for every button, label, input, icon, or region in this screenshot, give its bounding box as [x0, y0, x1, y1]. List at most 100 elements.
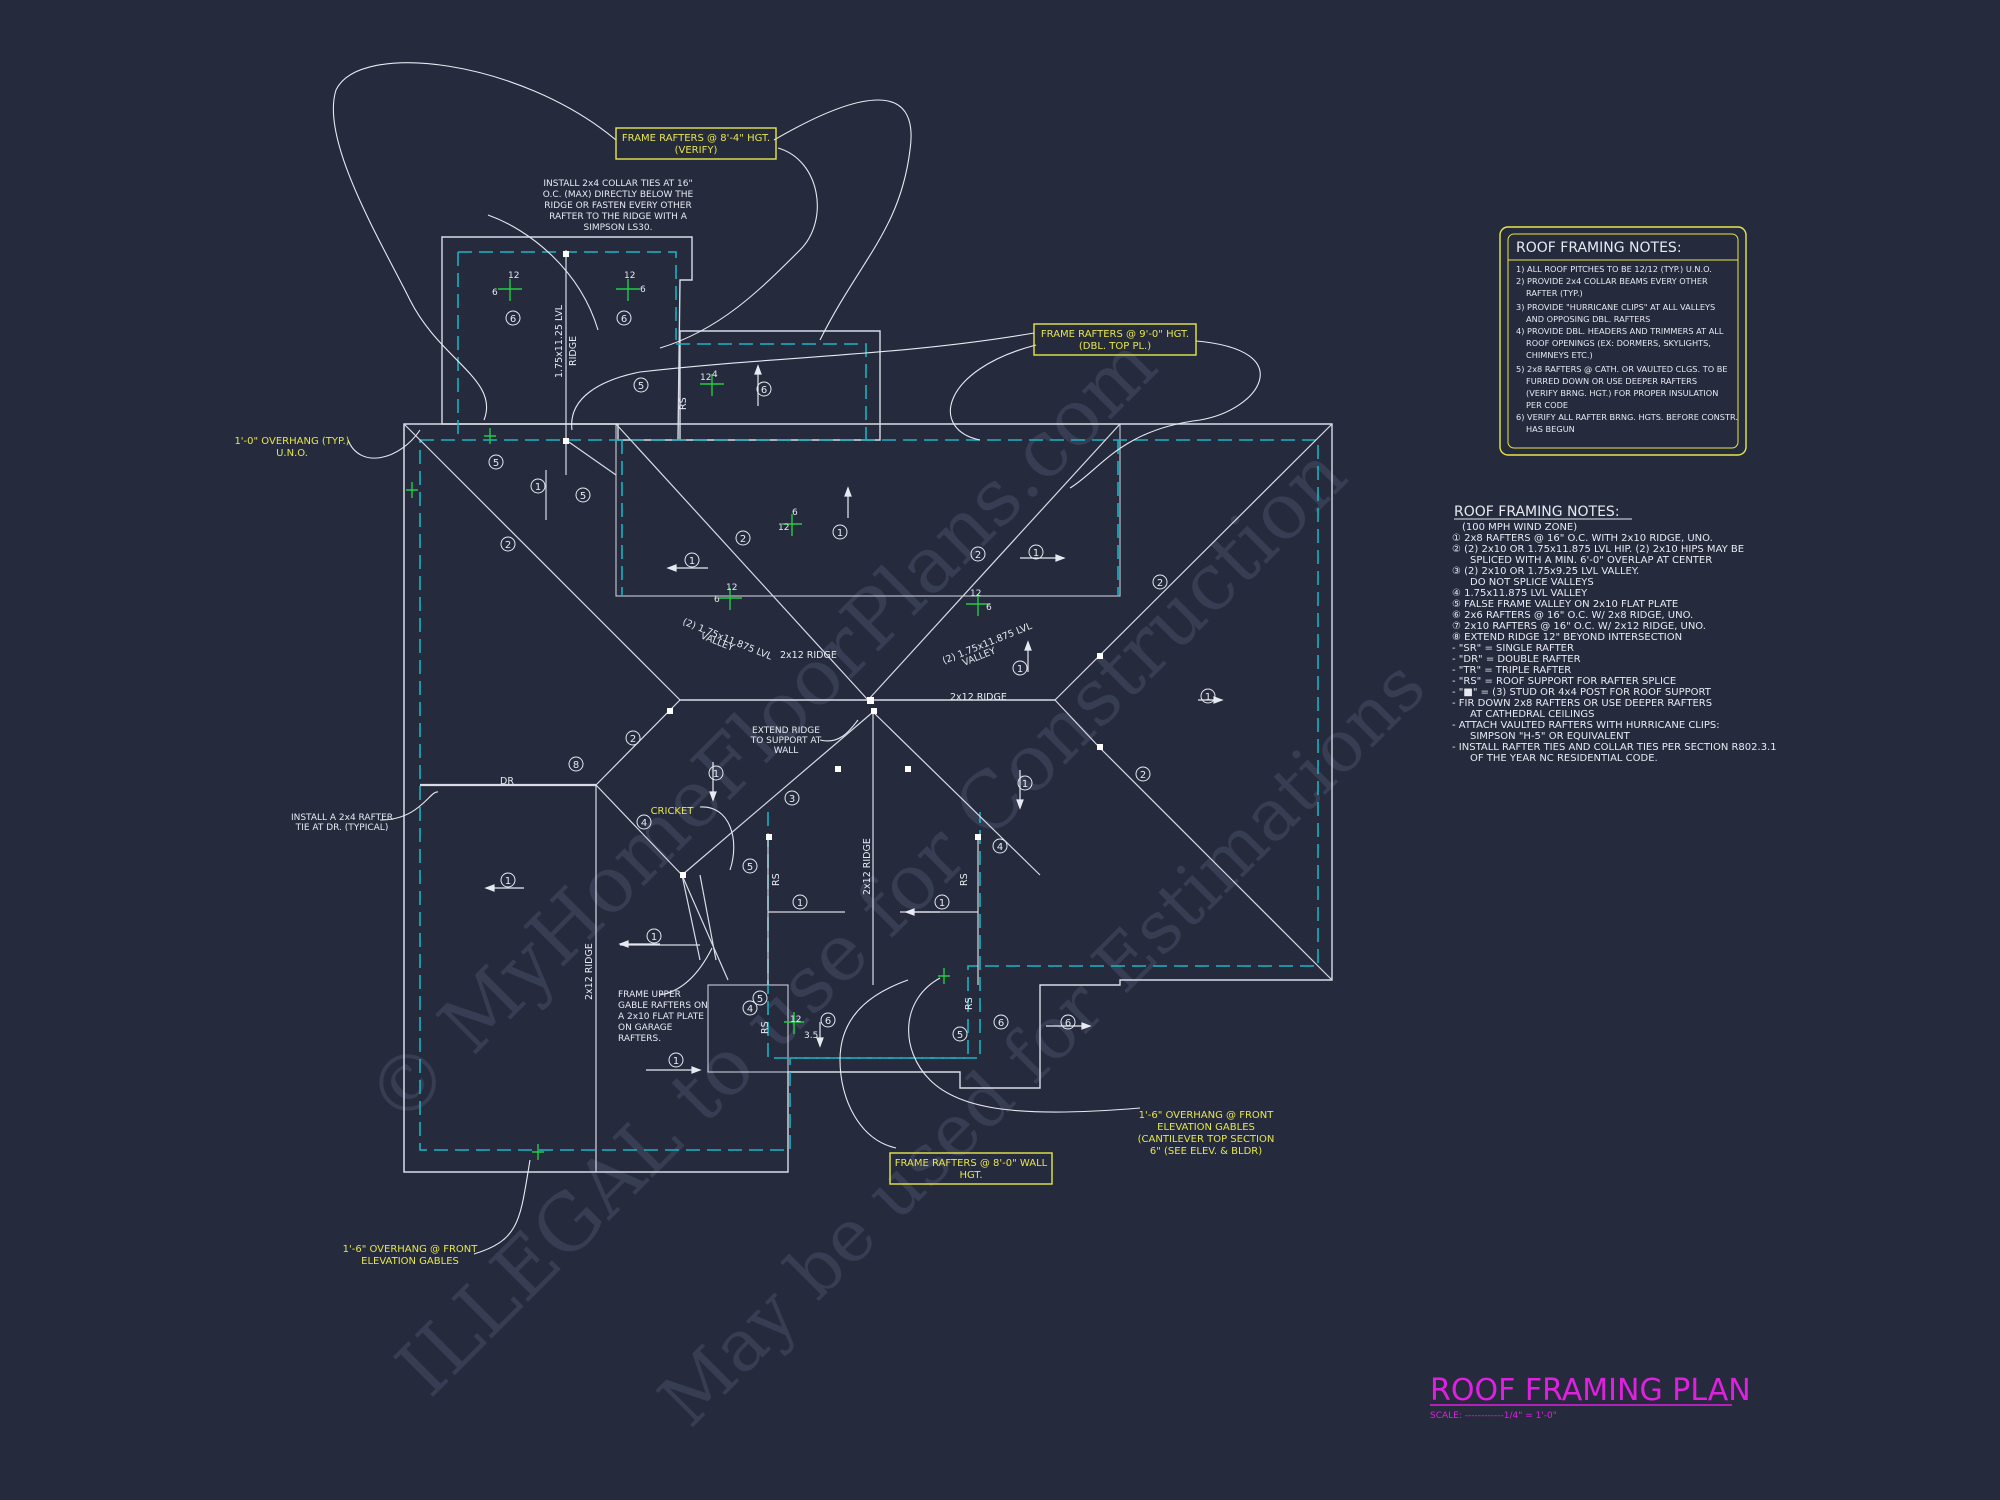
svg-text:5: 5 — [957, 1030, 963, 1041]
svg-text:4: 4 — [997, 842, 1003, 853]
svg-text:4: 4 — [712, 370, 718, 380]
svg-text:1: 1 — [673, 1056, 679, 1067]
svg-text:INSTALL A 2x4 RAFTER: INSTALL A 2x4 RAFTER — [291, 813, 393, 823]
watermark: © MyHomeFloorPlans.com ILLEGAL to use fo… — [350, 319, 1441, 1442]
rs-label: RS — [964, 997, 975, 1010]
svg-text:3: 3 — [789, 794, 795, 805]
legend-heading: ROOF FRAMING NOTES: — [1454, 504, 1620, 520]
svg-text:5: 5 — [747, 862, 753, 873]
svg-text:1: 1 — [1033, 548, 1039, 559]
svg-text:RAFTERS.: RAFTERS. — [618, 1034, 661, 1044]
svg-text:⑥ 2x6 RAFTERS @ 16" O.C. W/ 2x: ⑥ 2x6 RAFTERS @ 16" O.C. W/ 2x8 RIDGE, U… — [1452, 610, 1693, 621]
svg-text:1: 1 — [837, 528, 843, 539]
svg-text:- "■" = (3) STUD OR 4x4 POST F: - "■" = (3) STUD OR 4x4 POST FOR ROOF SU… — [1452, 687, 1712, 698]
svg-text:(VERIFY BRNG. HGT.) FOR PROPER: (VERIFY BRNG. HGT.) FOR PROPER INSULATIO… — [1526, 388, 1718, 398]
svg-text:PER CODE: PER CODE — [1526, 400, 1568, 410]
svg-text:CHIMNEYS ETC.): CHIMNEYS ETC.) — [1526, 350, 1593, 360]
svg-text:TIE AT DR. (TYPICAL): TIE AT DR. (TYPICAL) — [295, 823, 389, 833]
svg-text:6: 6 — [792, 508, 798, 518]
svg-text:SPLICED WITH A MIN. 6'-0" OVER: SPLICED WITH A MIN. 6'-0" OVERLAP AT CEN… — [1470, 555, 1712, 566]
svg-text:6: 6 — [825, 1016, 831, 1027]
svg-text:FRAME RAFTERS @ 8'-0" WALL: FRAME RAFTERS @ 8'-0" WALL — [895, 1158, 1048, 1169]
svg-text:6) VERIFY ALL RAFTER BRNG. HGT: 6) VERIFY ALL RAFTER BRNG. HGTS. BEFORE … — [1516, 412, 1738, 422]
lvl-ridge-label-1: 1.75x11.25 LVL — [554, 304, 565, 378]
svg-text:12: 12 — [624, 271, 635, 281]
svg-text:- "DR" = DOUBLE RAFTER: - "DR" = DOUBLE RAFTER — [1452, 654, 1581, 665]
svg-text:DO NOT SPLICE VALLEYS: DO NOT SPLICE VALLEYS — [1470, 577, 1594, 588]
lvl-ridge-label-2: RIDGE — [568, 336, 579, 366]
svg-text:1'-6" OVERHANG @ FRONT: 1'-6" OVERHANG @ FRONT — [1139, 1110, 1275, 1121]
valley-label-3: (2) 1.75x11.875 LVL — [941, 621, 1034, 667]
svg-text:- ATTACH VAULTED RAFTERS WITH: - ATTACH VAULTED RAFTERS WITH HURRICANE … — [1452, 720, 1720, 731]
svg-text:6: 6 — [998, 1018, 1004, 1029]
svg-text:2: 2 — [1140, 770, 1146, 781]
svg-text:2: 2 — [740, 534, 746, 545]
svg-text:2: 2 — [1157, 578, 1163, 589]
svg-text:U.N.O.: U.N.O. — [276, 448, 308, 459]
svg-text:1) ALL ROOF PITCHES TO BE 12/1: 1) ALL ROOF PITCHES TO BE 12/12 (TYP.) U… — [1516, 264, 1712, 274]
svg-text:1: 1 — [1017, 664, 1023, 675]
svg-text:GABLE RAFTERS ON: GABLE RAFTERS ON — [618, 1001, 708, 1011]
svg-text:1: 1 — [713, 769, 719, 780]
svg-text:6: 6 — [492, 288, 498, 298]
svg-text:FRAME UPPER: FRAME UPPER — [618, 990, 681, 1000]
svg-text:(100 MPH WIND ZONE): (100 MPH WIND ZONE) — [1462, 522, 1577, 533]
inner-roof-outline — [615, 423, 1121, 597]
legend-items: (100 MPH WIND ZONE) ① 2x8 RAFTERS @ 16" … — [1452, 522, 1777, 764]
svg-text:- "TR" = TRIPLE RAFTER: - "TR" = TRIPLE RAFTER — [1452, 665, 1571, 676]
svg-text:OF THE YEAR NC RESIDENTIAL COD: OF THE YEAR NC RESIDENTIAL CODE. — [1470, 753, 1658, 764]
svg-text:EXTEND RIDGE: EXTEND RIDGE — [752, 726, 820, 736]
upper-mid-outline — [679, 330, 881, 441]
svg-text:3.5: 3.5 — [804, 1031, 818, 1041]
posts — [563, 251, 1103, 878]
svg-text:AT CATHEDRAL CEILINGS: AT CATHEDRAL CEILINGS — [1470, 709, 1595, 720]
svg-text:⑤ FALSE FRAME VALLEY ON 2x10 F: ⑤ FALSE FRAME VALLEY ON 2x10 FLAT PLATE — [1452, 599, 1678, 610]
svg-text:⑧ EXTEND RIDGE 12" BEYOND INTE: ⑧ EXTEND RIDGE 12" BEYOND INTERSECTION — [1452, 632, 1682, 643]
svg-text:2: 2 — [630, 734, 636, 745]
notes-box-items: 1) ALL ROOF PITCHES TO BE 12/12 (TYP.) U… — [1516, 264, 1738, 434]
svg-text:1: 1 — [689, 556, 695, 567]
svg-text:- FIR DOWN 2x8 RAFTERS OR USE: - FIR DOWN 2x8 RAFTERS OR USE DEEPER RAF… — [1452, 698, 1712, 709]
svg-text:FRAME RAFTERS @ 9'-0" HGT.: FRAME RAFTERS @ 9'-0" HGT. — [1041, 329, 1189, 340]
svg-text:ELEVATION GABLES: ELEVATION GABLES — [1157, 1122, 1255, 1133]
ridge-label: 2x12 RIDGE — [950, 692, 1007, 703]
svg-text:5: 5 — [580, 491, 586, 502]
roof-outline — [403, 236, 1333, 1173]
svg-text:ROOF OPENINGS (EX: DORMERS, SK: ROOF OPENINGS (EX: DORMERS, SKYLIGHTS, — [1526, 338, 1711, 348]
framing-lines — [403, 250, 1333, 1172]
svg-text:RIDGE OR FASTEN EVERY OTHER: RIDGE OR FASTEN EVERY OTHER — [544, 201, 691, 211]
svg-text:(CANTILEVER TOP SECTION: (CANTILEVER TOP SECTION — [1138, 1134, 1275, 1145]
svg-text:1: 1 — [939, 898, 945, 909]
notes-box-heading: ROOF FRAMING NOTES: — [1516, 240, 1682, 256]
rs-label: RS — [678, 397, 689, 410]
svg-text:CRICKET: CRICKET — [651, 806, 695, 817]
svg-text:FRAME RAFTERS @ 8'-4" HGT.: FRAME RAFTERS @ 8'-4" HGT. — [622, 133, 770, 144]
svg-text:- "RS" = ROOF SUPPORT FOR RAFT: - "RS" = ROOF SUPPORT FOR RAFTER SPLICE — [1452, 676, 1676, 687]
svg-text:2) PROVIDE 2x4 COLLAR BEAMS EV: 2) PROVIDE 2x4 COLLAR BEAMS EVERY OTHER — [1516, 276, 1708, 286]
rs-label: RS — [760, 1021, 771, 1034]
svg-text:4) PROVIDE DBL. HEADERS AND TR: 4) PROVIDE DBL. HEADERS AND TRIMMERS AT … — [1516, 326, 1724, 336]
svg-text:1'-6" OVERHANG @ FRONT: 1'-6" OVERHANG @ FRONT — [343, 1244, 479, 1255]
svg-text:O.C. (MAX) DIRECTLY BELOW THE: O.C. (MAX) DIRECTLY BELOW THE — [543, 190, 694, 200]
svg-text:12: 12 — [778, 523, 789, 533]
svg-text:A 2x10 FLAT PLATE: A 2x10 FLAT PLATE — [618, 1012, 704, 1022]
svg-text:1: 1 — [535, 482, 541, 493]
ridge-label: 2x12 RIDGE — [862, 838, 873, 895]
svg-text:12: 12 — [726, 583, 737, 593]
leader-curves — [332, 62, 1261, 1255]
svg-text:1: 1 — [1205, 692, 1211, 703]
svg-text:(DBL. TOP PL.): (DBL. TOP PL.) — [1079, 341, 1151, 352]
svg-text:6: 6 — [510, 314, 516, 325]
svg-text:SIMPSON "H-5" OR EQUIVALENT: SIMPSON "H-5" OR EQUIVALENT — [1470, 731, 1631, 742]
svg-text:6: 6 — [640, 285, 646, 295]
svg-text:3) PROVIDE "HURRICANE CLIPS" A: 3) PROVIDE "HURRICANE CLIPS" AT ALL VALL… — [1516, 302, 1715, 312]
svg-text:6" (SEE ELEV. & BLDR): 6" (SEE ELEV. & BLDR) — [1150, 1146, 1262, 1157]
svg-text:① 2x8 RAFTERS @ 16" O.C. WITH: ① 2x8 RAFTERS @ 16" O.C. WITH 2x10 RIDGE… — [1452, 533, 1713, 544]
svg-text:③ (2) 2x10 OR 1.75x9.25 LVL VA: ③ (2) 2x10 OR 1.75x9.25 LVL VALLEY. — [1452, 566, 1639, 577]
svg-text:2: 2 — [505, 540, 511, 551]
svg-text:② (2) 2x10 OR 1.75x11.875 LVL: ② (2) 2x10 OR 1.75x11.875 LVL HIP. (2) 2… — [1452, 544, 1744, 555]
svg-text:④ 1.75x11.875 LVL VALLEY: ④ 1.75x11.875 LVL VALLEY — [1452, 588, 1588, 599]
svg-text:5) 2x8 RAFTERS @ CATH. OR VAUL: 5) 2x8 RAFTERS @ CATH. OR VAULTED CLGS. … — [1516, 364, 1728, 374]
